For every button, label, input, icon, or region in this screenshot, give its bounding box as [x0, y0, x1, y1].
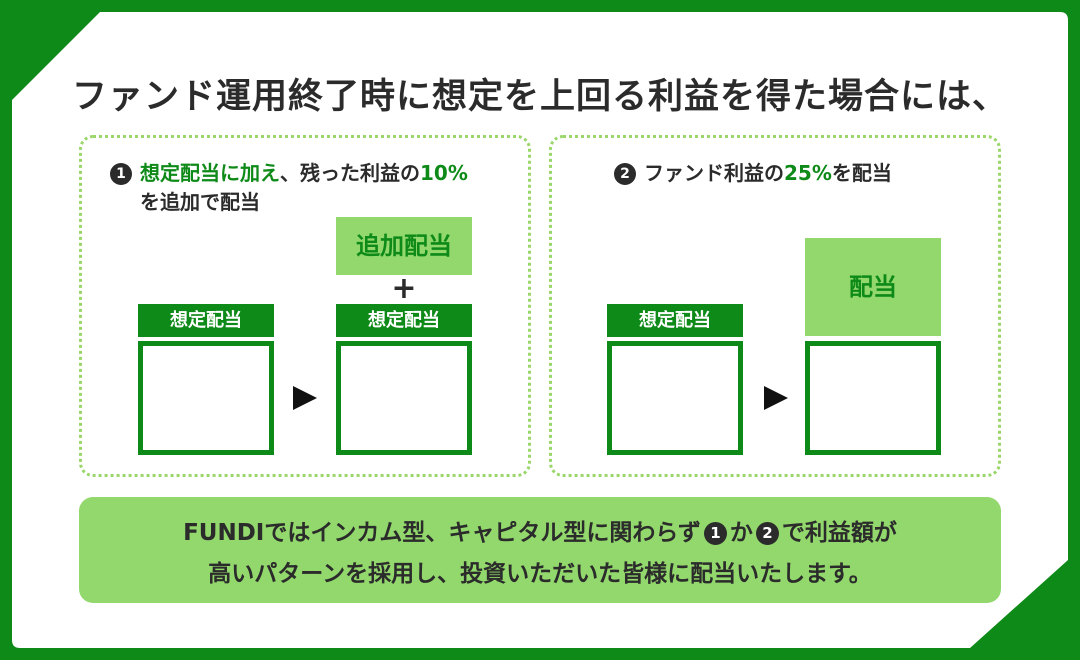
heading-percent: 10%	[420, 161, 468, 185]
pattern-1-panel	[79, 135, 531, 477]
heading-emphasis: 想定配当に加え	[140, 161, 280, 185]
number-1-badge: 1	[703, 522, 727, 545]
expected-dividend-box	[138, 341, 274, 455]
number-2-badge: 2	[755, 522, 779, 545]
pattern-2-panel	[549, 135, 1001, 477]
arrow-right-icon	[293, 386, 317, 410]
pattern-2-heading: 2 ファンド利益の25%を配当	[614, 159, 892, 188]
number-1-badge: 1	[110, 163, 132, 185]
pattern-1-heading-line2: を追加で配当	[140, 190, 260, 214]
expected-dividend-label: 想定配当	[138, 304, 274, 337]
expected-dividend-box-after	[336, 341, 472, 455]
heading-text-end: を配当	[831, 161, 892, 185]
summary-text: FUNDIではインカム型、キャピタル型に関わらず	[183, 520, 701, 546]
expected-dividend-label-2: 想定配当	[607, 304, 743, 337]
expected-dividend-box-2	[607, 341, 743, 455]
arrow-right-icon	[764, 386, 788, 410]
pattern-1-heading-line1: 1 想定配当に加え、残った利益の10%	[110, 159, 468, 188]
plus-icon: +	[391, 271, 417, 306]
additional-dividend-box: 追加配当	[336, 217, 472, 275]
pattern-1-heading: 1 想定配当に加え、残った利益の10% を追加で配当	[110, 159, 468, 217]
page-title: ファンド運用終了時に想定を上回る利益を得た場合には、	[71, 77, 1008, 117]
heading-text: ファンド利益の	[644, 161, 784, 185]
heading-percent: 25%	[784, 161, 832, 185]
summary-text: か	[729, 520, 753, 546]
dividend-box: 配当	[805, 238, 941, 336]
heading-text: 、残った利益の	[280, 161, 420, 185]
summary-line-2: 高いパターンを採用し、投資いただいた皆様に配当いたします。	[208, 561, 872, 587]
number-2-badge: 2	[614, 163, 636, 185]
expected-dividend-label-after: 想定配当	[336, 304, 472, 337]
dividend-base-box	[805, 341, 941, 455]
summary-text: で利益額が	[781, 520, 897, 546]
